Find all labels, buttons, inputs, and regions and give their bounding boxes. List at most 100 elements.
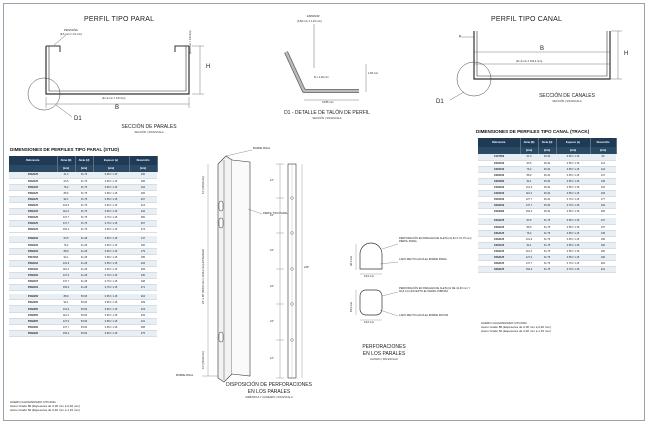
value-cell: 63.5 bbox=[57, 178, 75, 185]
value-cell: 257 bbox=[129, 220, 157, 228]
value-cell: 0.79 ± 1.15 bbox=[93, 278, 129, 286]
track-note: Acero Grado 50 (Espesores de 0,40 mm a 1… bbox=[481, 329, 551, 333]
reference-cell: C3b2125 bbox=[478, 230, 520, 237]
value-cell: 0.95 ± 1.15 bbox=[556, 224, 590, 231]
value-cell: 0.95 ± 1.15 bbox=[556, 184, 590, 192]
value-cell: 0.95 ± 1.15 bbox=[93, 242, 129, 249]
reference-cell: P4b6200 bbox=[9, 293, 57, 301]
value-cell: 207 bbox=[129, 196, 157, 203]
value-cell: 41.3 bbox=[57, 172, 75, 179]
group-separator bbox=[478, 214, 616, 218]
value-cell: 25.40 bbox=[538, 154, 556, 161]
value-cell: 234 bbox=[129, 312, 157, 319]
disposicion-side-dim: 12" bbox=[270, 179, 274, 182]
value-cell: 185 bbox=[129, 254, 157, 261]
canal-top-dim: (41,3 mm ± 152,4 mm) bbox=[516, 60, 543, 63]
value-cell: 0.79 ± 1.15 bbox=[93, 220, 129, 228]
value-cell: 0.95 ± 1.15 bbox=[556, 236, 590, 243]
paral-label-b: B bbox=[115, 105, 120, 111]
disposicion-side-dim: 24" bbox=[270, 285, 274, 288]
reference-cell: P3b6125 bbox=[9, 190, 57, 197]
value-cell: 31.75 bbox=[75, 214, 93, 222]
value-cell: 41.28 bbox=[75, 260, 93, 267]
value-cell: 124 bbox=[590, 166, 616, 173]
disposicion-drawing bbox=[202, 149, 303, 383]
reference-cell: P6b6255 bbox=[9, 318, 57, 325]
value-cell: 92.1 bbox=[520, 178, 538, 185]
paral-top-dim: (41,3 mm ± 0,8 mm) bbox=[102, 97, 126, 100]
value-cell: 31.75 bbox=[538, 224, 556, 231]
stud-unit: [mm] bbox=[57, 165, 76, 172]
value-cell: 25.40 bbox=[538, 202, 556, 210]
stud-unit bbox=[9, 165, 58, 172]
track-table-title: DIMENSIONES DE PERFILES TIPO CANAL (TRAC… bbox=[476, 129, 590, 134]
perforaciones-note-1: PERFORACIÓN EN PARALES DE ALETA (41,30 O… bbox=[399, 237, 472, 244]
value-cell: 0.95 ± 1.15 bbox=[556, 166, 590, 173]
paral-section-drawing bbox=[27, 34, 204, 118]
reference-cell: P2b6162 bbox=[9, 242, 57, 249]
value-cell: 53.60 bbox=[75, 318, 93, 325]
track-unit: [mm] bbox=[538, 147, 557, 154]
value-cell: 0.95 ± 1.15 bbox=[93, 330, 129, 337]
value-cell: 0.95 ± 1.15 bbox=[93, 260, 129, 267]
value-cell: 31.75 bbox=[538, 248, 556, 256]
value-cell: 0.95 ± 1.15 bbox=[93, 248, 129, 255]
disposicion-borde-final-bottom: BORDE FINAL bbox=[176, 374, 194, 377]
reference-cell: C3b5300 bbox=[478, 178, 520, 185]
value-cell: 154 bbox=[590, 184, 616, 192]
value-cell: 0.95 ± 1.15 bbox=[93, 190, 129, 197]
value-cell: 101.6 bbox=[57, 260, 75, 267]
value-cell: 271 bbox=[129, 284, 157, 292]
value-cell: 0.95 ± 1.15 bbox=[93, 305, 129, 313]
perforaciones-dim-2b: 19,0 mm bbox=[364, 321, 375, 324]
value-cell: 177 bbox=[590, 196, 616, 204]
reference-cell: C3b6100 bbox=[478, 172, 520, 179]
value-cell: 101.6 bbox=[57, 202, 75, 210]
value-cell: 76.2 bbox=[520, 230, 538, 237]
value-cell: 41.28 bbox=[75, 254, 93, 261]
value-cell: 25.40 bbox=[538, 190, 556, 198]
value-cell: 41.28 bbox=[75, 278, 93, 286]
value-cell: 137.7 bbox=[57, 220, 75, 228]
value-cell: 0.95 ± 1.15 bbox=[556, 254, 590, 262]
value-cell: 0.79 ± 1.15 bbox=[556, 260, 590, 268]
reference-cell: P3b5125 bbox=[9, 208, 57, 216]
reference-cell: P3b7162 bbox=[9, 254, 57, 261]
disposicion-borde-final-top: BORDE FINAL bbox=[253, 147, 271, 150]
value-cell: 192 bbox=[590, 202, 616, 210]
reference-cell: P2b2125 bbox=[9, 172, 57, 179]
value-cell: 137.7 bbox=[57, 324, 75, 331]
value-cell: 92.1 bbox=[57, 254, 75, 261]
track-header: Referencia bbox=[478, 138, 521, 147]
value-cell: 273 bbox=[129, 226, 157, 234]
value-cell: 53.60 bbox=[75, 312, 93, 319]
stud-table-title: DIMENSIONES DE PERFILES TIPO PARAL (STUD… bbox=[10, 147, 120, 152]
value-cell: 31.75 bbox=[538, 260, 556, 268]
canal-label-b: B bbox=[540, 46, 545, 52]
reference-cell: C4b5125 bbox=[478, 242, 520, 249]
track-header: Alma (B) bbox=[520, 138, 539, 147]
value-cell: 88.9 bbox=[57, 190, 75, 197]
value-cell: 93 bbox=[590, 154, 616, 161]
reference-cell: C1b7500 bbox=[478, 154, 520, 161]
stud-unit: [mm] bbox=[75, 165, 94, 172]
disposicion-perfil-label: PERFIL TIPO PARAL bbox=[263, 212, 288, 215]
value-cell: 41.28 bbox=[75, 266, 93, 274]
value-cell: 101.6 bbox=[520, 236, 538, 243]
value-cell: 160 bbox=[129, 172, 157, 179]
value-cell: 0.79 ± 1.15 bbox=[556, 196, 590, 204]
value-cell: 152.4 bbox=[57, 330, 75, 337]
perforaciones-dim-1b: 19,0 mm bbox=[364, 275, 375, 278]
value-cell: 31.75 bbox=[75, 226, 93, 234]
